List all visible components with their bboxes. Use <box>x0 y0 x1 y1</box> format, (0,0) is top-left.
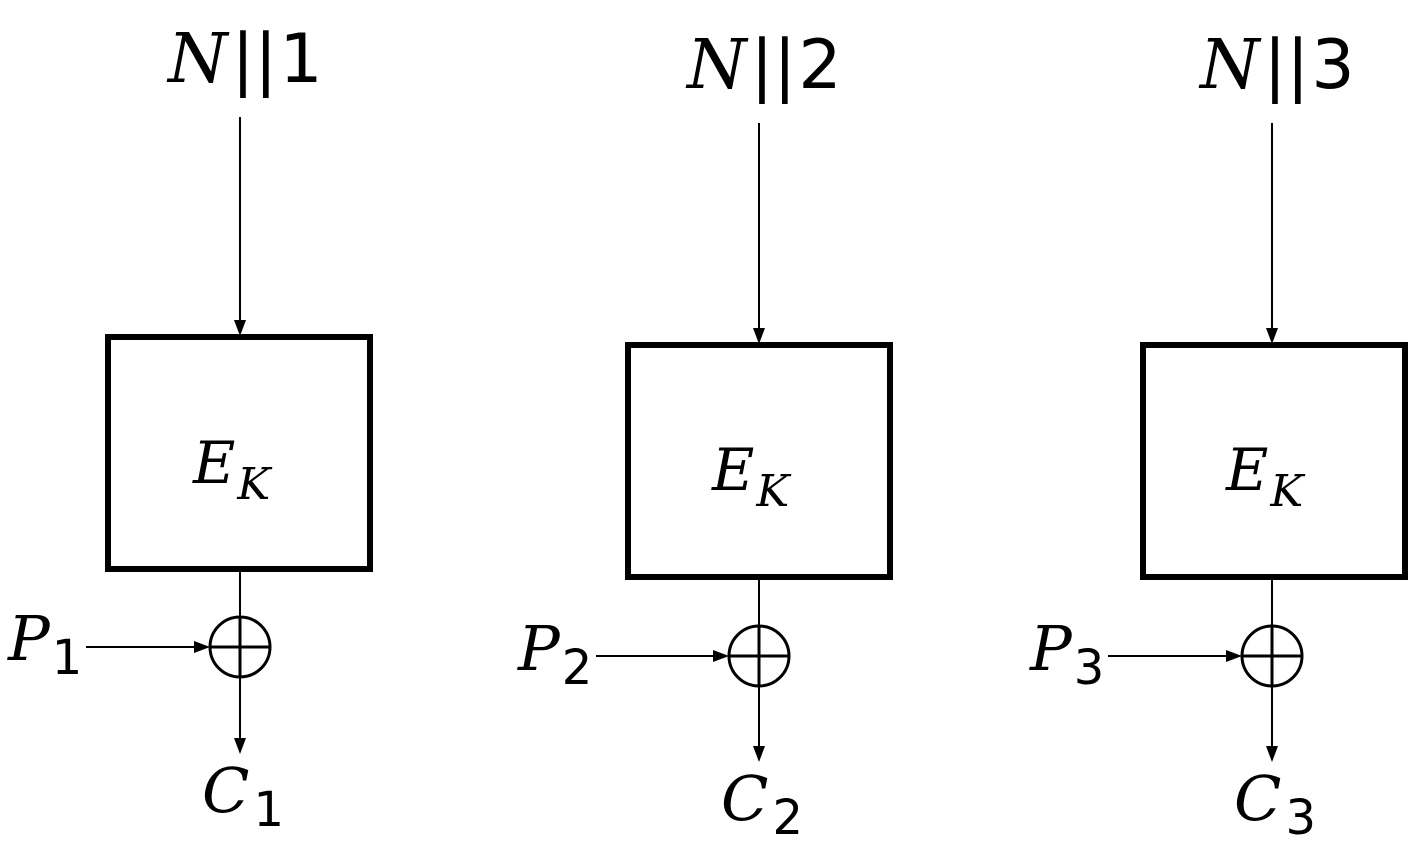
block-cipher-label-base: E <box>711 436 754 504</box>
nonce-arrowhead <box>753 328 765 344</box>
concat-operator: || <box>751 26 797 105</box>
plaintext-label-subscript: 3 <box>1074 640 1105 696</box>
nonce-base: N <box>685 26 749 105</box>
counter-value: 3 <box>1311 26 1354 105</box>
block-cipher-label-subscript: K <box>755 466 791 517</box>
block-cipher-label: EK <box>711 436 791 517</box>
plaintext-label-base: P <box>7 602 51 675</box>
ciphertext-arrowhead <box>1266 746 1278 762</box>
block-cipher-label: EK <box>1225 436 1305 517</box>
nonce-base: N <box>1198 26 1262 105</box>
plaintext-label: P3 <box>1029 612 1104 696</box>
nonce-label: N||3 <box>1198 26 1355 105</box>
plaintext-label-subscript: 1 <box>52 630 83 686</box>
ciphertext-label-subscript: 1 <box>253 782 284 838</box>
block-cipher-label: EK <box>192 429 272 510</box>
block-cipher-label-base: E <box>1225 436 1268 504</box>
block-cipher-box <box>625 342 893 580</box>
nonce-label: N||2 <box>685 26 842 105</box>
plaintext-arrowhead <box>713 650 729 662</box>
ciphertext-arrowhead <box>753 746 765 762</box>
plaintext-label-base: P <box>517 612 561 685</box>
ciphertext-label-base: C <box>721 762 768 835</box>
counter-value: 2 <box>798 26 841 105</box>
plaintext-label: P1 <box>7 602 82 686</box>
block-cipher-box <box>105 334 373 572</box>
nonce-base: N <box>166 20 230 99</box>
plaintext-label-base: P <box>1029 612 1073 685</box>
nonce-label: N||1 <box>166 20 323 99</box>
ciphertext-label-base: C <box>1234 762 1281 835</box>
nonce-arrowhead <box>234 320 246 336</box>
block-cipher-label-base: E <box>192 429 235 497</box>
block-cipher-label-subscript: K <box>236 459 272 510</box>
ciphertext-label-subscript: 3 <box>1285 790 1316 846</box>
plaintext-arrowhead <box>1226 650 1242 662</box>
ciphertext-label-subscript: 2 <box>772 790 803 846</box>
block-cipher-label-subscript: K <box>1269 466 1305 517</box>
ciphertext-label: C1 <box>202 754 284 838</box>
ciphertext-label: C2 <box>721 762 803 846</box>
plaintext-arrowhead <box>194 641 210 653</box>
plaintext-label: P2 <box>517 612 592 696</box>
ciphertext-label: C3 <box>1234 762 1316 846</box>
counter-value: 1 <box>279 20 322 99</box>
nonce-arrowhead <box>1266 328 1278 344</box>
ciphertext-arrowhead <box>234 738 246 754</box>
plaintext-label-subscript: 2 <box>562 640 593 696</box>
concat-operator: || <box>1264 26 1310 105</box>
block-cipher-box <box>1140 342 1408 580</box>
ciphertext-label-base: C <box>202 754 249 827</box>
concat-operator: || <box>232 20 278 99</box>
